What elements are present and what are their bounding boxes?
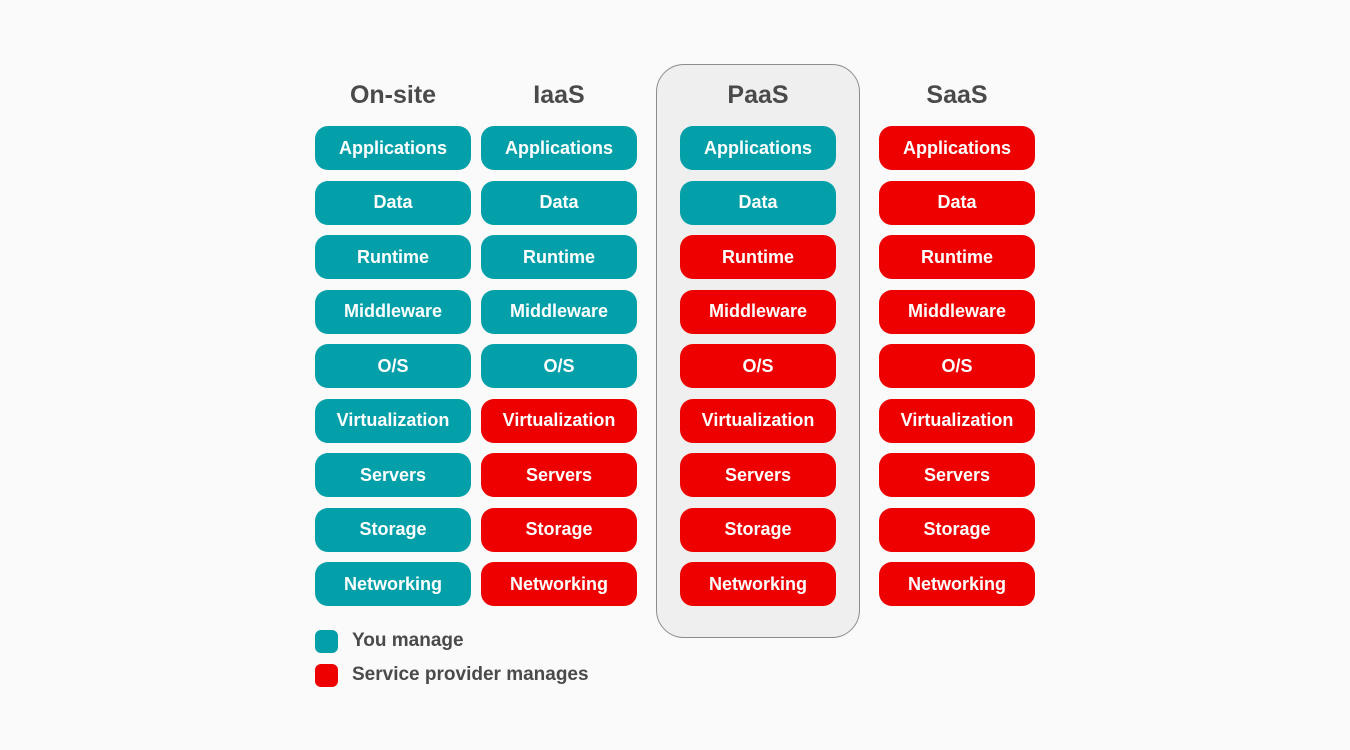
layer-os: O/S — [481, 344, 637, 388]
layer-middleware: Middleware — [680, 289, 836, 334]
layer-data: Data — [879, 180, 1035, 225]
layer-middleware: Middleware — [481, 289, 637, 334]
layer-os: O/S — [315, 344, 471, 388]
column-title: PaaS — [727, 81, 789, 109]
layer-servers: Servers — [879, 453, 1035, 497]
layer-networking: Networking — [315, 562, 471, 606]
layer-networking: Networking — [481, 562, 637, 606]
column-title: IaaS — [533, 81, 585, 109]
layer-servers: Servers — [315, 453, 471, 497]
layer-servers: Servers — [481, 453, 637, 497]
layer-applications: Applications — [481, 126, 637, 170]
layer-applications: Applications — [680, 126, 836, 170]
layer-networking: Networking — [879, 562, 1035, 606]
layer-runtime: Runtime — [879, 235, 1035, 279]
layer-storage: Storage — [879, 507, 1035, 552]
column-iaas: IaaS Applications Data Runtime Middlewar… — [481, 78, 637, 617]
layer-runtime: Runtime — [315, 235, 471, 279]
layer-data: Data — [680, 180, 836, 225]
layer-storage: Storage — [315, 507, 471, 552]
layer-middleware: Middleware — [879, 289, 1035, 334]
layer-runtime: Runtime — [680, 235, 836, 279]
legend-swatch-you-manage — [315, 629, 338, 653]
legend-label: Service provider manages — [352, 664, 589, 685]
layer-networking: Networking — [680, 562, 836, 606]
column-on-site: On-site Applications Data Runtime Middle… — [315, 78, 471, 617]
column-title: SaaS — [926, 81, 988, 109]
layer-virtualization: Virtualization — [315, 398, 471, 443]
column-title: On-site — [349, 81, 437, 109]
layer-virtualization: Virtualization — [879, 398, 1035, 443]
layer-os: O/S — [879, 344, 1035, 388]
layer-applications: Applications — [315, 126, 471, 170]
layer-servers: Servers — [680, 453, 836, 497]
legend-label: You manage — [352, 630, 464, 651]
layer-os: O/S — [680, 344, 836, 388]
layer-data: Data — [315, 180, 471, 225]
layer-middleware: Middleware — [315, 289, 471, 334]
layer-virtualization: Virtualization — [481, 398, 637, 443]
layer-runtime: Runtime — [481, 235, 637, 279]
legend-item-you-manage: You manage — [315, 628, 589, 654]
layer-data: Data — [481, 180, 637, 225]
layer-storage: Storage — [481, 507, 637, 552]
column-saas: SaaS Applications Data Runtime Middlewar… — [879, 78, 1035, 617]
layer-virtualization: Virtualization — [680, 398, 836, 443]
layer-applications: Applications — [879, 126, 1035, 170]
legend: You manage Service provider manages — [315, 628, 589, 696]
legend-item-provider-manages: Service provider manages — [315, 662, 589, 688]
legend-swatch-provider-manages — [315, 663, 338, 687]
column-paas: PaaS Applications Data Runtime Middlewar… — [680, 78, 836, 617]
layer-storage: Storage — [680, 507, 836, 552]
